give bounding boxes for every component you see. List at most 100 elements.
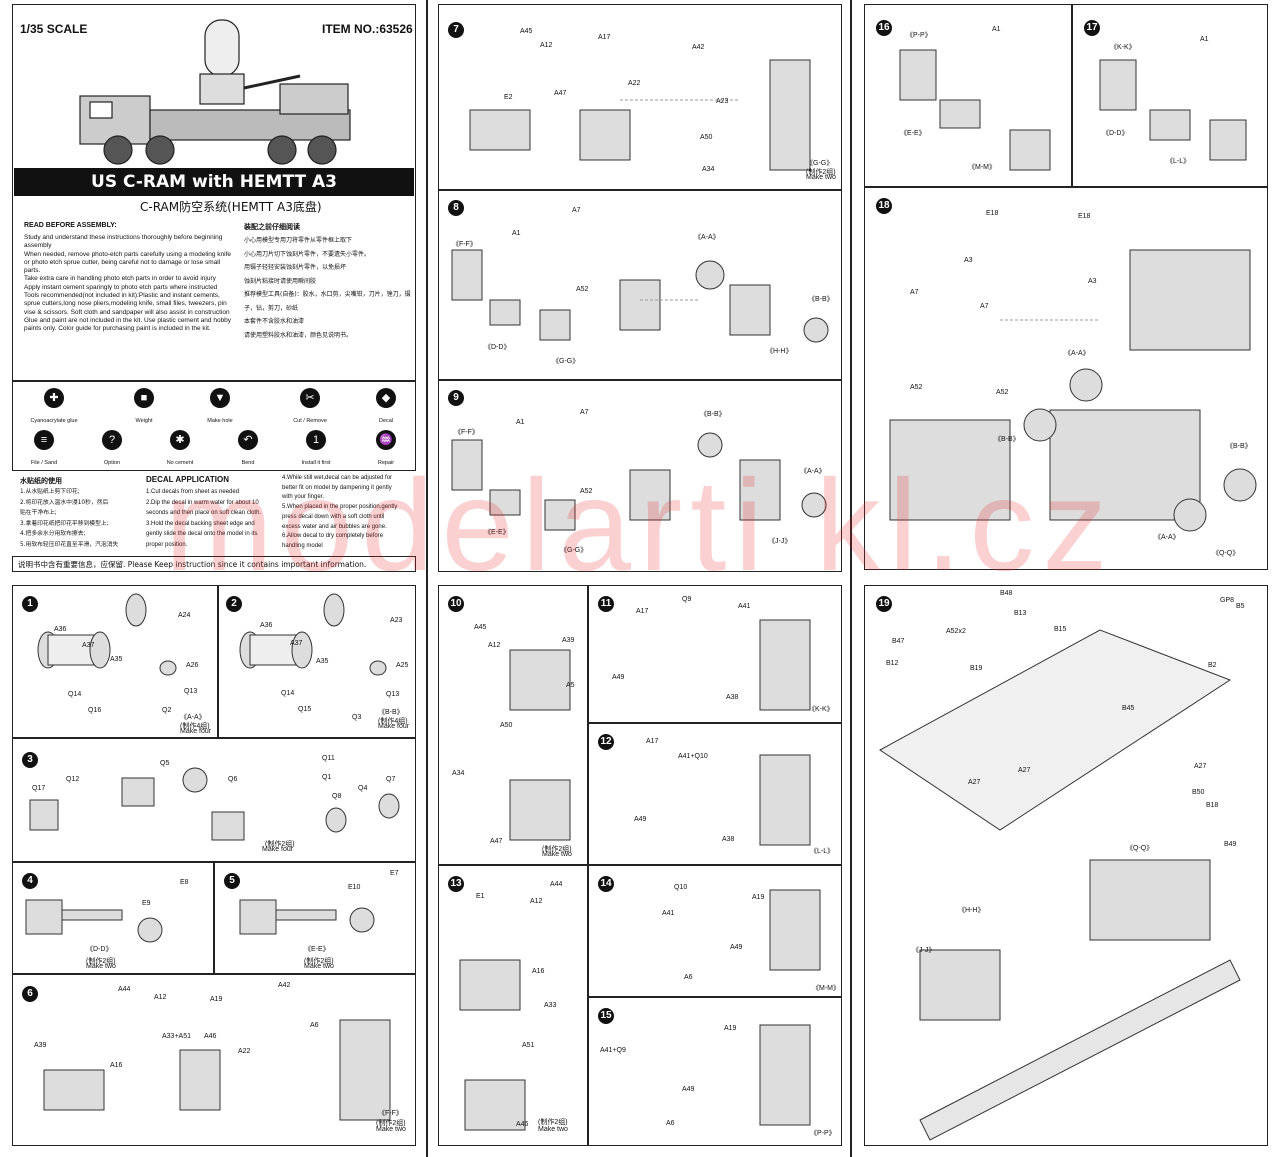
part-label: Make two [376, 1126, 406, 1133]
part-label: A41+Q10 [678, 753, 708, 760]
decal-cn-item: 1.从水贴纸上剪下印花; [20, 489, 80, 495]
part-label: 《A-A》 [1154, 534, 1180, 541]
part-label: 《G-G》 [560, 547, 588, 554]
step-number-2: 2 [226, 596, 242, 612]
step-number-9: 9 [448, 390, 464, 406]
decal-cn-title: 水贴纸的使用 [20, 477, 62, 485]
part-label: A35 [316, 658, 329, 665]
part-label: 《P-P》 [810, 1130, 836, 1137]
column-divider-left [426, 0, 428, 1157]
part-label: A38 [726, 694, 739, 701]
part-label: E8 [180, 879, 189, 886]
step-number-17: 17 [1084, 20, 1100, 36]
cut-icon-label: Cut / Remove [293, 418, 327, 424]
part-label: A37 [290, 640, 303, 647]
weight-icon: ■ [134, 388, 154, 408]
part-label: A27 [968, 779, 981, 786]
part-label: 《E-E》 [304, 946, 330, 953]
part-label: A51 [522, 1042, 535, 1049]
part-label: 《J-J》 [912, 947, 936, 954]
instructions-cn-list: 小心用模型专用刀将零件从零件框上取下 小心用刀片切下蚀刻片零件，不要遗失小零件。… [244, 234, 412, 342]
instruction-item-cn: 推荐模型工具(自备)：胶水，水口剪，尖嘴钳，刀片，锉刀，镊子，钻，剪刀，砂纸 [244, 291, 411, 312]
part-label: A19 [210, 996, 223, 1003]
part-label: A49 [612, 674, 625, 681]
decal-icon: ◆ [376, 388, 396, 408]
part-label: Make two [86, 963, 116, 970]
part-label: A6 [666, 1120, 675, 1127]
part-label: A7 [580, 409, 589, 416]
part-label: A3 [964, 257, 973, 264]
decal-cn-item: 4.把多余水分用软布擦去; [20, 531, 86, 537]
part-label: A12 [154, 994, 167, 1001]
part-label: E18 [986, 210, 999, 217]
decal-step: 1.Cut decals from sheet as needed [146, 489, 240, 495]
part-label: A44 [550, 881, 563, 888]
part-label: Make two [304, 963, 334, 970]
part-label: A47 [554, 90, 567, 97]
part-label: A36 [54, 626, 67, 633]
part-label: A7 [572, 207, 581, 214]
part-label: A12 [540, 42, 553, 49]
part-label: A17 [598, 34, 611, 41]
part-label: 《L-L》 [810, 848, 835, 855]
part-label: 《M-M》 [812, 985, 840, 992]
part-label: 《D-D》 [484, 344, 511, 351]
part-label: 《A-A》 [800, 468, 826, 475]
instruction-item-cn: 请使用塑料胶水和油漆，颜色见说明书。 [244, 331, 353, 339]
part-label: A5 [566, 682, 575, 689]
decal-step: 6.Allow decal to dry completely before [282, 533, 384, 540]
part-label: 《B-B》 [378, 709, 404, 716]
part-label: Q10 [674, 884, 688, 891]
part-label: A52x2 [946, 628, 966, 635]
part-label: A49 [682, 1086, 695, 1093]
part-label: 《G-G》 [806, 160, 834, 167]
part-label: A16 [532, 968, 545, 975]
decal-step: 5.When placed in the proper position,gen… [282, 504, 398, 511]
part-label: A52 [910, 384, 923, 391]
part-label: A46 [516, 1121, 529, 1128]
part-label: Q6 [228, 776, 238, 783]
part-label: (制作2组) [265, 841, 295, 848]
step-number-3: 3 [22, 752, 38, 768]
part-label: A23 [390, 617, 403, 624]
part-label: Q5 [160, 760, 170, 767]
part-label: Make two [538, 1126, 568, 1133]
instruction-item-cn: 小心用模型专用刀将零件从零件框上取下 [244, 237, 353, 244]
part-label: 《H-H》 [766, 348, 793, 355]
title-text: US C-RAM with HEMTT A3 [91, 172, 337, 192]
part-label: A17 [636, 608, 649, 615]
decal-icon-label: Decal [378, 418, 394, 424]
option-icon-label: Option [103, 460, 121, 466]
part-label: 《L-L》 [1166, 158, 1191, 165]
part-label: (制作2组) [304, 958, 334, 965]
part-label: Q12 [66, 776, 80, 783]
part-label: A52 [576, 286, 589, 293]
part-label: A44 [118, 986, 131, 993]
part-label: E9 [142, 900, 151, 907]
part-label: A46 [204, 1033, 217, 1040]
decal-step: with your finger. [282, 494, 325, 501]
part-label: A34 [452, 770, 465, 777]
part-label: Q2 [162, 707, 172, 714]
step-number-14: 14 [598, 876, 614, 892]
part-label: Q1 [322, 774, 332, 781]
part-label: E7 [390, 870, 399, 877]
part-label: 《B-B》 [994, 436, 1020, 443]
part-label: A35 [110, 656, 123, 663]
keep-note: 说明书中含有重要信息，应保留. Please Keep instruction … [18, 560, 367, 569]
part-label: A23 [716, 98, 729, 105]
step-number-13: 13 [448, 876, 464, 892]
decal-cn-item: 5.用软布轻压印花直至平滑，汽泡消失 [20, 541, 119, 548]
decal-step: seconds and then place on soft clean clo… [146, 510, 262, 516]
step-number-8: 8 [448, 200, 464, 216]
part-label: Q15 [298, 706, 312, 713]
bend-icon-label: Bend [241, 460, 255, 466]
part-label: A1 [516, 419, 525, 426]
part-label: A3 [1088, 278, 1097, 285]
instructions-en-list: Study and understand these instructions … [24, 234, 234, 334]
repair-icon-label: Repair [377, 460, 395, 466]
part-label: 《J-J》 [768, 538, 792, 545]
file-sand-icon: ≡ [34, 430, 54, 450]
part-label: A52 [580, 488, 593, 495]
